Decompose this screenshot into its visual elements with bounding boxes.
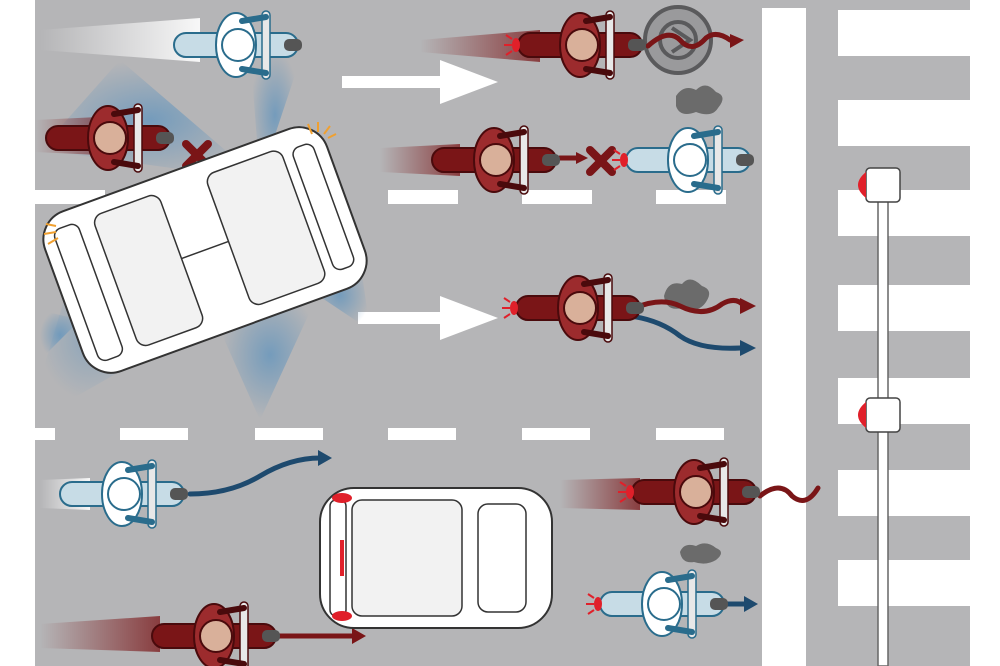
danger-arrowheads <box>352 34 756 644</box>
rider-at-risk <box>431 125 560 195</box>
rider-at-risk <box>502 273 644 343</box>
safe-arrowheads <box>318 340 758 612</box>
rider-at-risk <box>618 457 760 527</box>
rider-safe <box>586 569 728 639</box>
rider-safe <box>173 10 302 80</box>
oil-spill-icon <box>676 85 723 115</box>
safe-paths <box>187 313 749 607</box>
arrow-right-icon <box>342 60 498 104</box>
rider-at-risk <box>151 601 280 666</box>
traffic-light-pole <box>865 167 901 666</box>
x-mark-icon <box>586 146 616 176</box>
turn-signal <box>43 122 337 245</box>
riders-layer <box>45 10 760 666</box>
rider-at-risk <box>504 10 646 80</box>
rider-safe <box>612 125 754 195</box>
rider-safe <box>59 459 188 529</box>
danger-paths <box>267 32 821 639</box>
car-changing-lanes <box>42 126 368 374</box>
arrow-right-icon <box>358 296 498 340</box>
car-braking <box>319 487 553 629</box>
crosswalk <box>838 10 970 606</box>
rider-at-risk <box>45 103 174 173</box>
lane-divider-lower <box>35 428 724 440</box>
stop-line <box>762 8 806 666</box>
oil-spill-icon <box>680 543 721 564</box>
signal-light-red <box>858 172 866 428</box>
